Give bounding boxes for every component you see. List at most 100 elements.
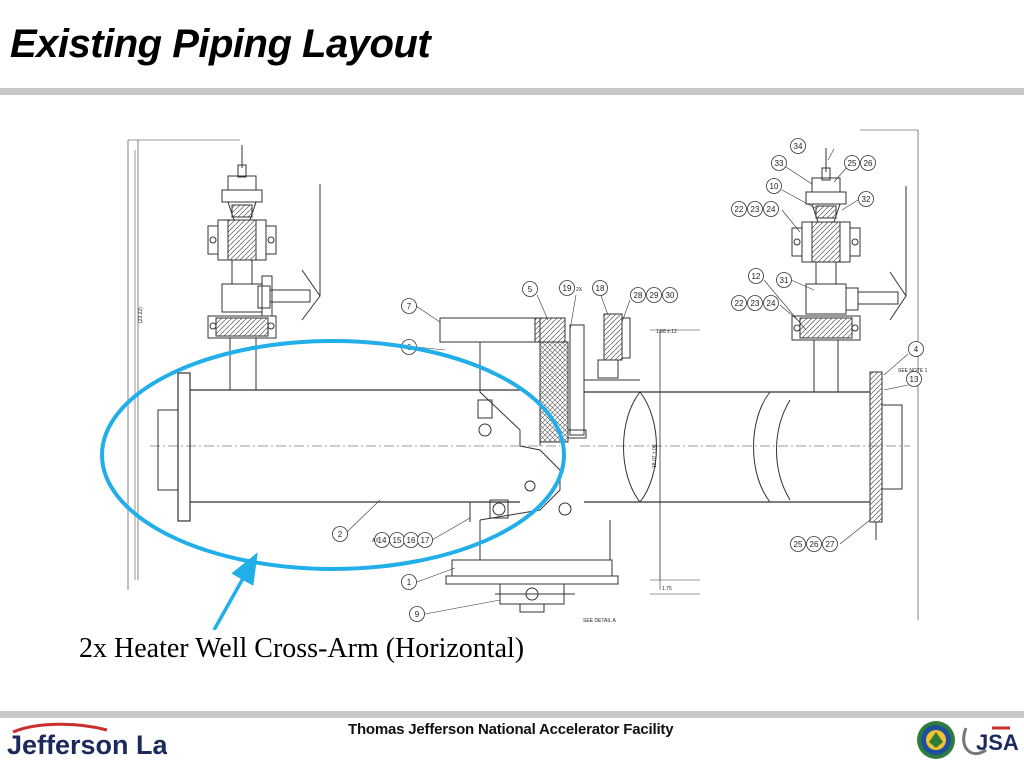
balloon-b15: 15: [389, 532, 405, 548]
balloon-circle: [844, 155, 860, 171]
label-see-detail: SEE DETAIL A: [583, 618, 616, 624]
balloon-number: 13: [910, 375, 919, 384]
highlight-arrow: [212, 552, 258, 630]
title-divider: [0, 88, 1024, 95]
balloon-circle: [417, 532, 433, 548]
balloon-b10: 10: [766, 178, 782, 194]
balloon-b26b: 26: [806, 536, 822, 552]
balloon-number: 5: [528, 285, 533, 294]
drawing-labels: AX SEE NOTE 1 SEE DETAIL A (23.22) 1.98 …: [138, 287, 928, 624]
balloon-circle: [731, 295, 747, 311]
balloon-circle: [790, 536, 806, 552]
balloon-b22a: 22: [731, 201, 747, 217]
balloon-circle: [592, 280, 608, 296]
footer-divider: [0, 711, 1024, 718]
balloon-circle: [630, 287, 646, 303]
balloon-number: 30: [666, 291, 675, 300]
balloon-b24a: 24: [763, 201, 779, 217]
balloon-number: 28: [634, 291, 643, 300]
balloon-circle: [662, 287, 678, 303]
balloon-b33: 33: [771, 155, 787, 171]
balloon-number: 26: [864, 159, 873, 168]
balloon-b2: 2: [332, 526, 348, 542]
logo-text: Jefferson Lab: [7, 730, 167, 760]
balloon-circle: [747, 201, 763, 217]
balloon-b4: 4: [908, 341, 924, 357]
balloon-circle: [559, 280, 575, 296]
slide-title: Existing Piping Layout: [10, 22, 431, 66]
balloon-circle: [646, 287, 662, 303]
balloon-b18: 18: [592, 280, 608, 296]
label-19-suffix: 2X: [576, 287, 583, 293]
dimension-center: 18.07 ±.06: [652, 444, 658, 468]
balloon-number: 34: [794, 142, 803, 151]
balloon-b12: 12: [748, 268, 764, 284]
balloon-circle: [747, 295, 763, 311]
balloon-number: 27: [826, 540, 835, 549]
balloon-b25b: 25: [790, 536, 806, 552]
balloon-b27: 27: [822, 536, 838, 552]
balloon-b16: 16: [403, 532, 419, 548]
left-valve-assembly: [207, 145, 321, 391]
label-see-note: SEE NOTE 1: [898, 368, 928, 374]
balloon-number: 33: [775, 159, 784, 168]
balloon-circle: [906, 371, 922, 387]
doe-seal-icon: [917, 721, 955, 759]
left-heater-cross-arm: [150, 372, 560, 522]
balloon-circle: [401, 574, 417, 590]
balloon-number: 2: [338, 530, 343, 539]
balloon-number: 16: [407, 536, 416, 545]
balloon-number: 23: [751, 299, 760, 308]
highlight-ellipse: [100, 339, 566, 571]
organization-name: Thomas Jefferson National Accelerator Fa…: [348, 721, 674, 738]
balloon-number: 22: [735, 205, 744, 214]
balloon-circle: [790, 138, 806, 154]
balloon-number: 29: [650, 291, 659, 300]
balloon-b7: 7: [401, 298, 417, 314]
balloon-b34: 34: [790, 138, 806, 154]
balloon-b31: 31: [776, 272, 792, 288]
balloon-number: 17: [421, 536, 430, 545]
jsa-swoosh-icon: [962, 727, 987, 756]
right-horizontal-pipe: [580, 371, 910, 540]
balloon-circle: [806, 536, 822, 552]
balloon-b25a: 25: [844, 155, 860, 171]
balloon-number: 12: [752, 272, 761, 281]
balloon-number: 4: [914, 345, 919, 354]
balloon-b22b: 22: [731, 295, 747, 311]
balloon-number: 10: [770, 182, 779, 191]
balloon-number: 7: [407, 302, 412, 311]
central-cross-body: [439, 313, 640, 613]
balloon-number: 23: [751, 205, 760, 214]
balloon-circle: [908, 341, 924, 357]
balloon-b5: 5: [522, 281, 538, 297]
jefferson-lab-wordmark-icon: Jefferson Lab: [7, 722, 184, 760]
balloon-circle: [332, 526, 348, 542]
balloon-circle: [763, 201, 779, 217]
balloon-b32: 32: [858, 191, 874, 207]
balloon-circle: [771, 155, 787, 171]
balloon-circle: [860, 155, 876, 171]
balloon-b1: 1: [401, 574, 417, 590]
dimension-right-top: 1.98 ±.12: [656, 329, 677, 335]
balloon-circle: [401, 298, 417, 314]
balloon-number: 18: [596, 284, 605, 293]
balloon-number: 1: [407, 578, 412, 587]
jsa-text: JSA: [976, 730, 1019, 755]
balloon-number: 9: [415, 610, 420, 619]
dimension-left: (23.22): [138, 307, 144, 323]
balloon-b28: 28: [630, 287, 646, 303]
balloon-b29: 29: [646, 287, 662, 303]
balloon-circle: [766, 178, 782, 194]
balloon-number: 32: [862, 195, 871, 204]
balloon-number: 26: [810, 540, 819, 549]
balloon-number: 31: [780, 276, 789, 285]
balloon-circle: [409, 606, 425, 622]
balloon-b13: 13: [906, 371, 922, 387]
right-valve-assembly: [791, 148, 907, 393]
balloon-circle: [763, 295, 779, 311]
balloon-b30: 30: [662, 287, 678, 303]
piping-layout-drawing: 7621951918282930413343325261032222324123…: [100, 129, 928, 630]
balloon-circle: [822, 536, 838, 552]
balloon-b24b: 24: [763, 295, 779, 311]
